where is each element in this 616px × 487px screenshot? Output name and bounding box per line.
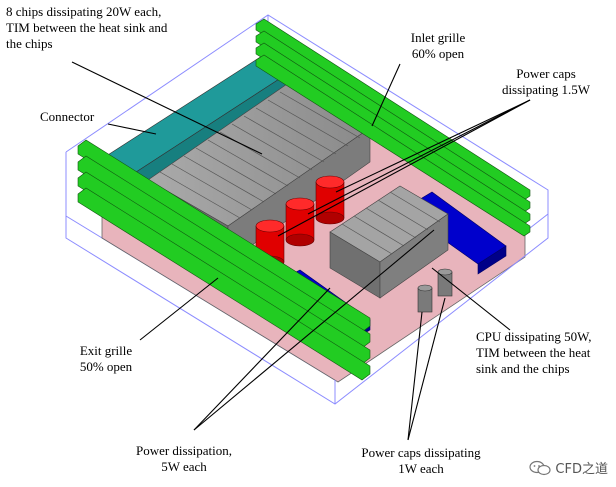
inlet-grille: [255, 18, 531, 237]
leader-caps-bottom-2: [407, 297, 446, 441]
leader-lines: [71, 61, 531, 441]
cpu-heatsink: [329, 185, 449, 299]
leader-caps-top-2: [307, 99, 531, 215]
label-chips: 8 chips dissipating 20W each, TIM betwee…: [6, 4, 168, 51]
watermark: CFD之道: [529, 458, 608, 477]
label-connector: Connector: [40, 109, 95, 124]
leader-pd-1: [193, 287, 331, 431]
label-power-dissipation: Power dissipation, 5W each: [135, 443, 233, 474]
leader-inlet: [371, 63, 401, 127]
enclosure-front-edges: [65, 214, 549, 405]
leader-cpu: [431, 267, 511, 331]
wechat-icon: [529, 460, 552, 475]
label-exit-grille: Exit grille 50% open: [79, 343, 133, 374]
label-power-caps-top: Power caps dissipating 1.5W: [501, 66, 591, 97]
leader-exit: [139, 277, 219, 341]
exit-grille: [77, 139, 371, 381]
leader-connector: [107, 123, 157, 135]
leader-caps-top-1: [277, 99, 531, 237]
label-inlet-grille: Inlet grille 60% open: [410, 30, 466, 61]
leader-pd-2: [193, 229, 435, 431]
leader-caps-top-3: [335, 99, 531, 193]
leader-chips: [71, 61, 263, 155]
gray-power-caps: [417, 268, 453, 313]
label-cpu: CPU dissipating 50W, TIM between the hea…: [476, 329, 592, 376]
red-power-caps: [255, 175, 345, 269]
label-power-caps-bottom: Power caps dissipating 1W each: [361, 445, 481, 476]
leader-caps-bottom-1: [407, 311, 423, 441]
watermark-text: CFD之道: [555, 462, 608, 477]
